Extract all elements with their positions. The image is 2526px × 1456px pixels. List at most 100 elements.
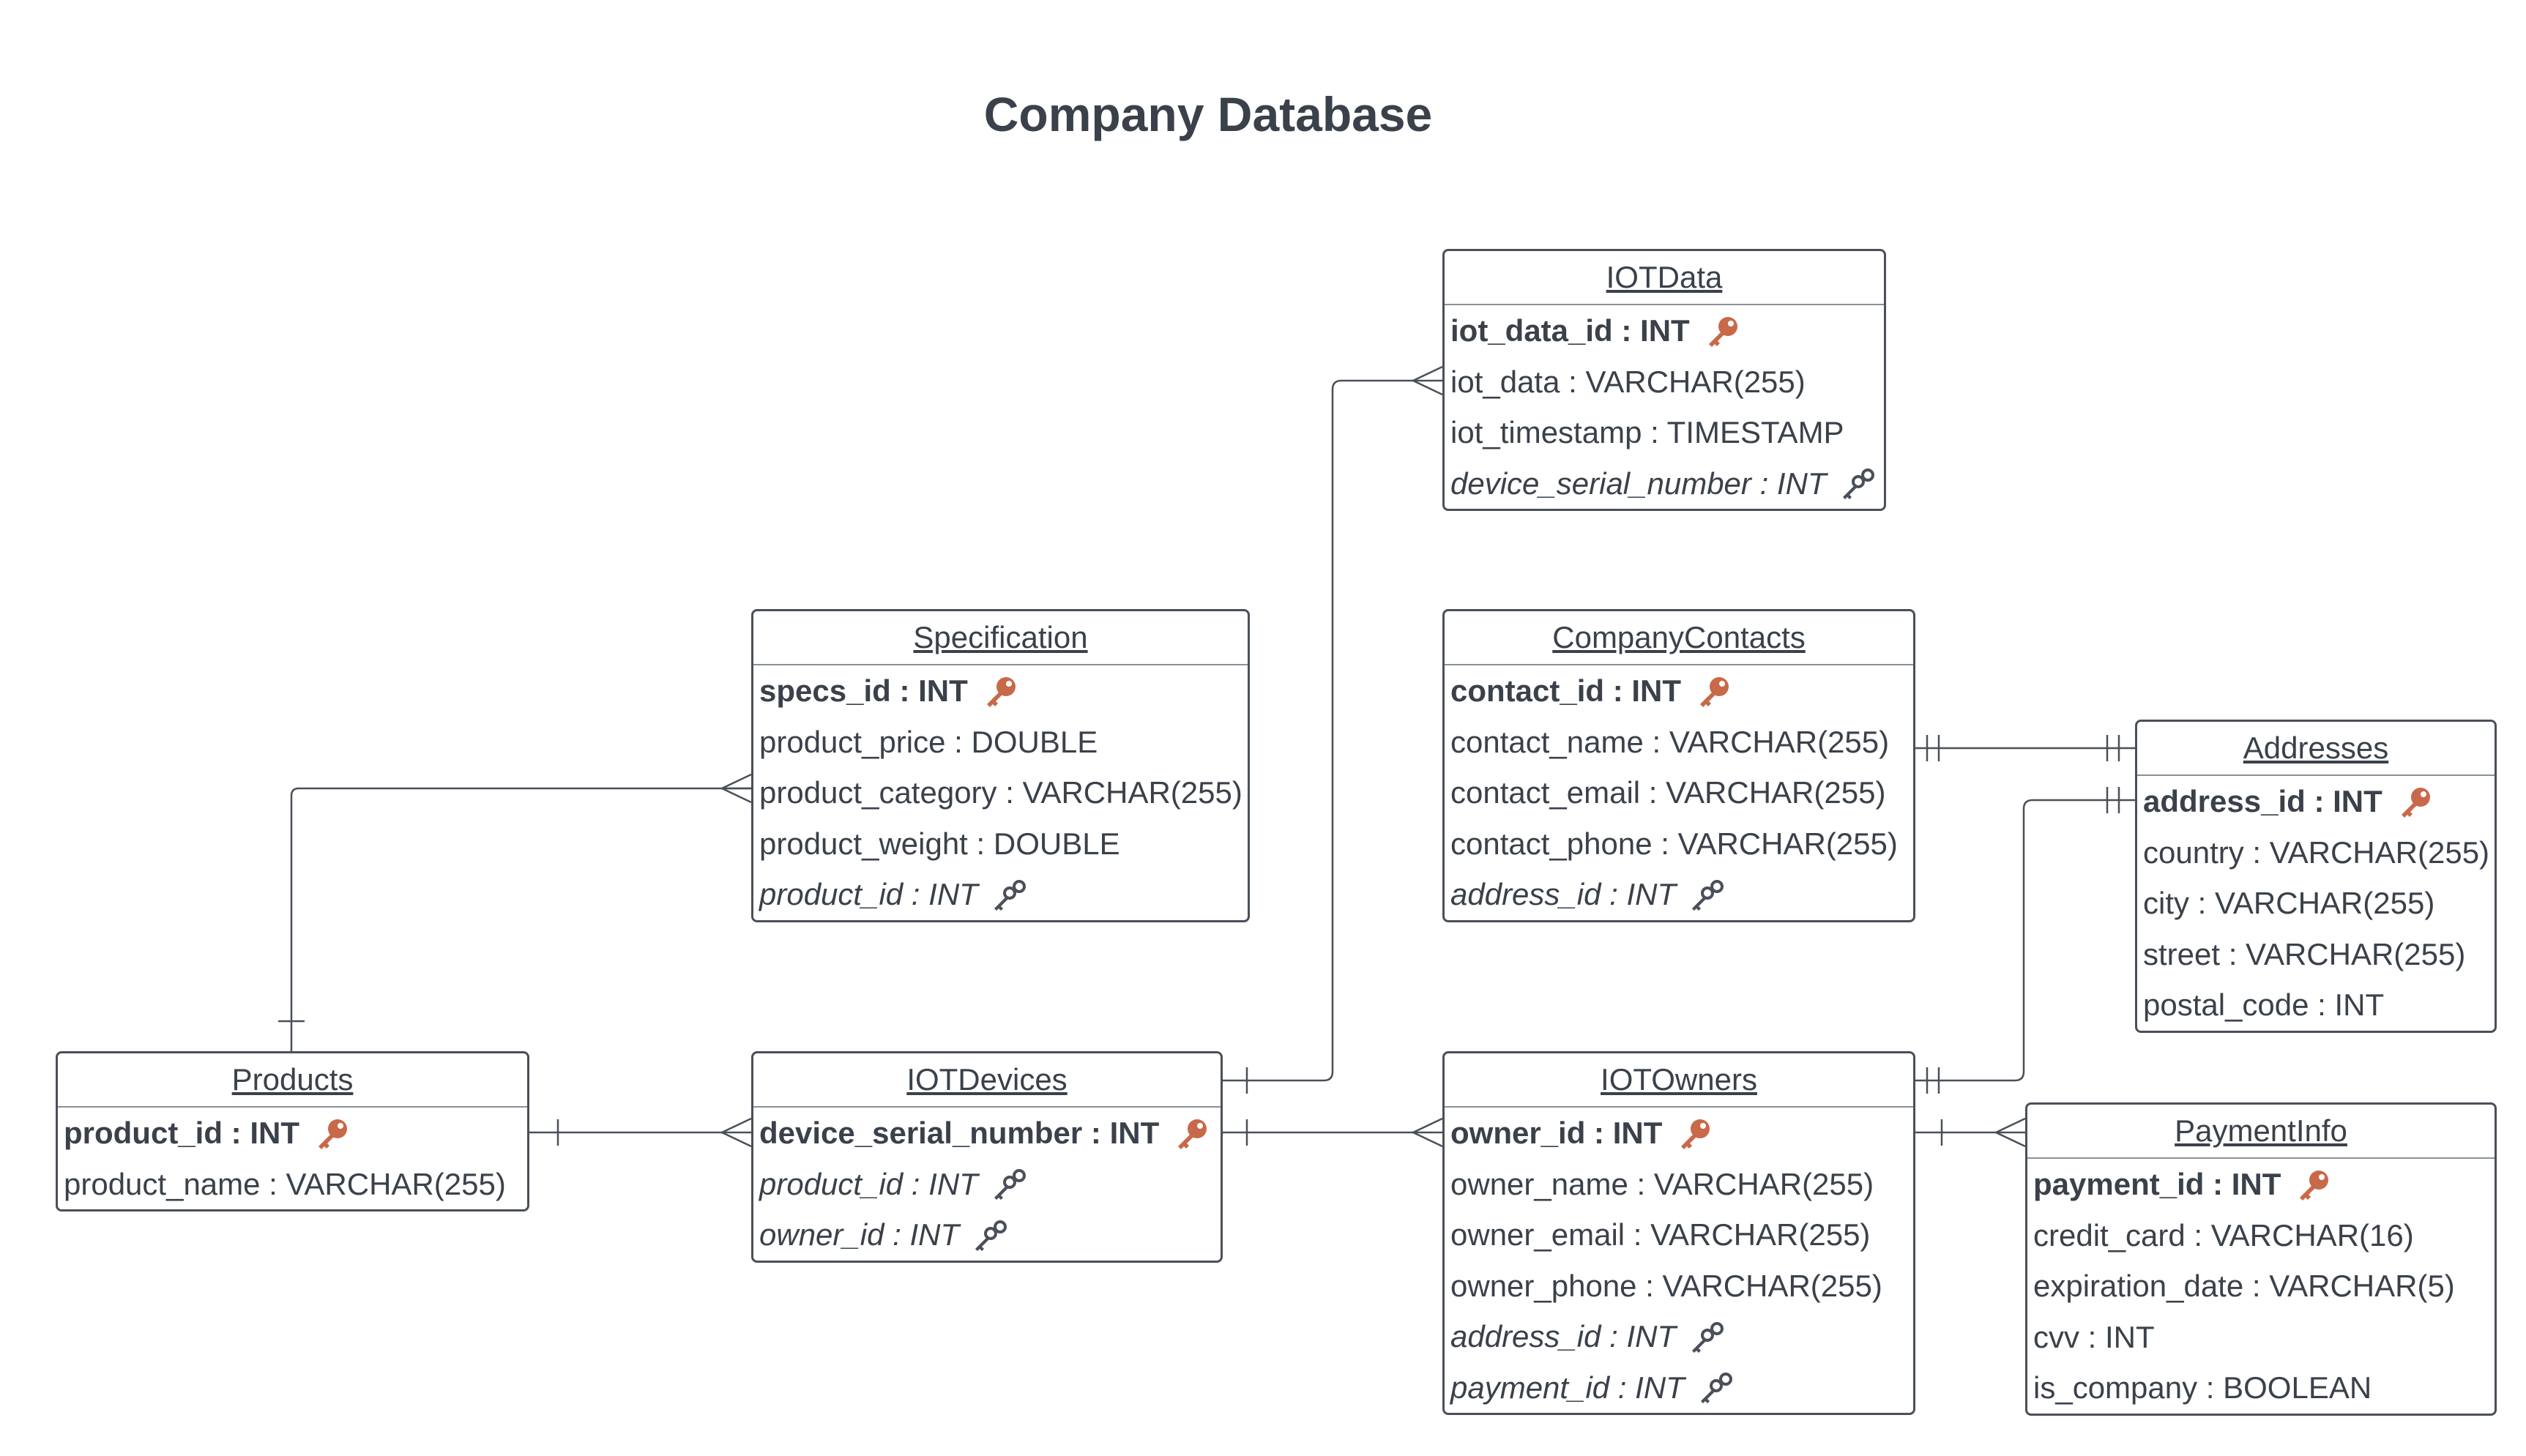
primary-key-field: address_id : INT	[2137, 776, 2495, 827]
field-row: owner_phone : VARCHAR(255)	[1445, 1261, 1913, 1312]
entity-header: CompanyContacts	[1445, 611, 1913, 665]
field-label: contact_name : VARCHAR(255)	[1450, 724, 1890, 759]
field-label: iot_timestamp : TIMESTAMP	[1450, 415, 1844, 449]
rel-iotdevices-iotdata	[1223, 379, 1442, 1082]
field-label: owner_id : INT	[759, 1217, 960, 1252]
entity-iotdevices[interactable]: IOTDevices device_serial_number : INT pro…	[751, 1051, 1223, 1263]
foreign-key-field: owner_id : INT	[753, 1209, 1221, 1261]
rel-owners-addresses-one-left	[1926, 1067, 1940, 1094]
primary-key-field: product_id : INT	[58, 1108, 527, 1159]
foreign-key-icon	[971, 1217, 1010, 1257]
field-row: product_name : VARCHAR(255)	[58, 1159, 527, 1210]
primary-key-field: contact_id : INT	[1445, 665, 1913, 717]
field-row: expiration_date : VARCHAR(5)	[2027, 1261, 2495, 1312]
field-label: product_id : INT	[759, 1166, 978, 1201]
field-row: contact_email : VARCHAR(255)	[1445, 767, 1913, 818]
field-label: payment_id : INT	[2033, 1167, 2281, 1201]
primary-key-field: iot_data_id : INT	[1445, 305, 1884, 356]
foreign-key-icon	[1838, 466, 1878, 505]
primary-key-icon	[980, 673, 1019, 713]
field-list: product_id : INT product_name : VARCHAR(2…	[58, 1108, 527, 1209]
foreign-key-field: address_id : INT	[1445, 1311, 1913, 1362]
field-label: payment_id : INT	[1450, 1370, 1685, 1405]
rel-products-specification-many	[720, 773, 752, 804]
primary-key-field: specs_id : INT	[753, 665, 1248, 717]
field-label: owner_id : INT	[1450, 1116, 1663, 1150]
rel-iotdevices-iotowners-many	[1411, 1117, 1443, 1148]
rel-contacts-addresses-one-right	[2106, 735, 2120, 761]
field-label: product_id : INT	[759, 877, 978, 911]
primary-key-icon	[1693, 673, 1732, 713]
field-list: payment_id : INT credit_card : VARCHAR(16…	[2027, 1159, 2495, 1414]
rel-products-iotdevices-many	[720, 1117, 752, 1148]
field-row: iot_data : VARCHAR(255)	[1445, 356, 1884, 408]
field-label: product_price : DOUBLE	[759, 724, 1098, 759]
field-label: iot_data_id : INT	[1450, 313, 1690, 348]
field-label: product_weight : DOUBLE	[759, 826, 1120, 861]
field-label: country : VARCHAR(255)	[2143, 835, 2490, 870]
rel-iotdevices-iotdata-many	[1411, 365, 1443, 396]
field-row: is_company : BOOLEAN	[2027, 1362, 2495, 1414]
field-row: cvv : INT	[2027, 1312, 2495, 1363]
rel-owners-addresses	[1915, 799, 2135, 1082]
field-label: iot_data : VARCHAR(255)	[1450, 364, 1806, 399]
field-row: street : VARCHAR(255)	[2137, 929, 2495, 980]
primary-key-field: payment_id : INT	[2027, 1159, 2495, 1210]
field-row: product_price : DOUBLE	[753, 717, 1248, 768]
foreign-key-field: product_id : INT	[753, 869, 1248, 920]
field-list: address_id : INT country : VARCHAR(255) ci…	[2137, 776, 2495, 1031]
field-label: contact_id : INT	[1450, 673, 1682, 708]
field-label: postal_code : INT	[2143, 988, 2385, 1022]
field-label: product_category : VARCHAR(255)	[759, 775, 1242, 810]
field-row: credit_card : VARCHAR(16)	[2027, 1210, 2495, 1261]
entity-header: IOTData	[1445, 251, 1884, 305]
foreign-key-icon	[1688, 877, 1727, 916]
field-label: contact_email : VARCHAR(255)	[1450, 775, 1886, 810]
entity-header: PaymentInfo	[2027, 1105, 2495, 1159]
field-row: contact_name : VARCHAR(255)	[1445, 717, 1913, 768]
field-label: device_serial_number : INT	[1450, 466, 1827, 501]
rel-owners-paymentinfo-many	[1994, 1117, 2026, 1148]
field-label: address_id : INT	[2143, 784, 2382, 818]
foreign-key-icon	[1696, 1370, 1736, 1409]
foreign-key-field: product_id : INT	[753, 1159, 1221, 1210]
field-label: cvv : INT	[2033, 1319, 2155, 1354]
field-label: credit_card : VARCHAR(16)	[2033, 1217, 2414, 1252]
field-label: specs_id : INT	[759, 673, 968, 708]
entity-paymentinfo[interactable]: PaymentInfo payment_id : INT credit_card …	[2025, 1102, 2497, 1416]
field-label: city : VARCHAR(255)	[2143, 886, 2435, 920]
foreign-key-icon	[990, 877, 1029, 916]
entity-iotdata[interactable]: IOTData iot_data_id : INT iot_data : VARC…	[1442, 249, 1886, 511]
field-label: product_name : VARCHAR(255)	[64, 1166, 506, 1201]
entity-header: IOTDevices	[753, 1053, 1221, 1108]
field-label: product_id : INT	[64, 1116, 299, 1150]
field-row: postal_code : INT	[2137, 979, 2495, 1031]
field-label: street : VARCHAR(255)	[2143, 936, 2466, 971]
primary-key-field: owner_id : INT	[1445, 1108, 1913, 1159]
rel-contacts-addresses-one-left	[1926, 735, 1940, 761]
field-row: iot_timestamp : TIMESTAMP	[1445, 407, 1884, 458]
diagram-title: Company Database	[983, 87, 1433, 141]
entity-header: IOTOwners	[1445, 1053, 1913, 1108]
field-row: city : VARCHAR(255)	[2137, 878, 2495, 929]
entity-companycontacts[interactable]: CompanyContacts contact_id : INT contact_…	[1442, 609, 1915, 922]
foreign-key-icon	[990, 1166, 1029, 1206]
rel-products-specification	[290, 787, 751, 1051]
primary-key-field: device_serial_number : INT	[753, 1108, 1221, 1159]
field-label: address_id : INT	[1450, 1319, 1677, 1354]
field-list: iot_data_id : INT iot_data : VARCHAR(255)…	[1445, 305, 1884, 509]
primary-key-icon	[2292, 1167, 2332, 1206]
field-row: product_weight : DOUBLE	[753, 818, 1248, 870]
field-label: is_company : BOOLEAN	[2033, 1370, 2372, 1405]
rel-owners-addresses-one-right	[2106, 787, 2120, 813]
foreign-key-field: payment_id : INT	[1445, 1362, 1913, 1414]
field-label: address_id : INT	[1450, 877, 1677, 911]
primary-key-icon	[1171, 1116, 1210, 1155]
field-label: owner_email : VARCHAR(255)	[1450, 1217, 1871, 1252]
